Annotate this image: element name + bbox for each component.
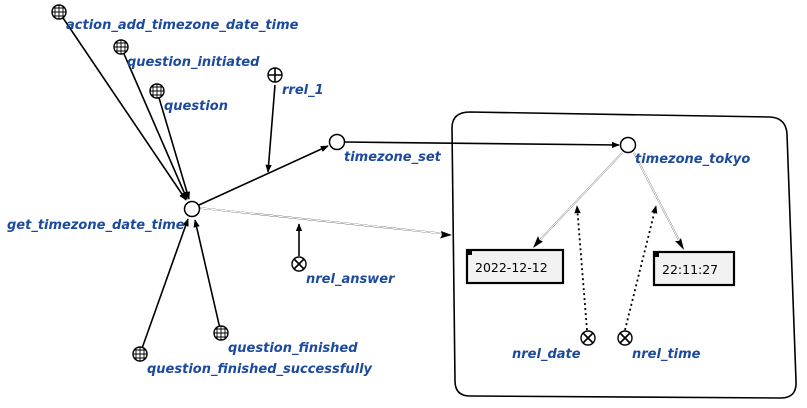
label-action-add-timezone-date-time: action_add_timezone_date_time [66,18,299,33]
label-timezone-set: timezone_set [344,150,442,165]
edge-tokyo-to-date-head [533,236,543,248]
edge-nrel-time-attr[interactable] [624,205,658,331]
edge-timezone-set-to-tokyo[interactable] [344,141,620,149]
node-question-initiated[interactable] [113,39,129,55]
edge-action-to-gtdt[interactable] [58,11,187,201]
node-nrel-date[interactable] [580,330,596,346]
label-timezone-tokyo: timezone_tokyo [635,152,750,167]
node-question-finished-successfully[interactable] [132,346,148,362]
edge-finished-to-gtdt[interactable] [193,219,222,334]
node-nrel-answer[interactable] [291,256,307,272]
edge-tokyo-to-time-inner [633,152,682,245]
node-rrel-1[interactable] [267,67,283,83]
label-question-initiated: question_initiated [127,55,260,70]
edge-question-to-gtdt[interactable] [156,90,191,200]
node-question-finished[interactable] [213,325,229,341]
edge-rrel1-attr[interactable] [265,84,276,173]
label-nrel-time: nrel_time [632,347,701,362]
node-action-add-timezone-date-time[interactable] [51,4,67,20]
label-nrel-answer: nrel_answer [306,272,396,287]
edge-nrel-date-attr[interactable] [574,205,588,331]
label-get-timezone-date-time: get_timezone_date_time [7,218,185,233]
edge-tokyo-to-time-head [675,238,684,250]
label-nrel-date: nrel_date [512,347,581,362]
edge-initiated-to-gtdt[interactable] [120,46,188,200]
literal-date-box[interactable]: 2022-12-12 [465,248,565,285]
literal-time-text: 22:11:27 [662,262,718,277]
node-question[interactable] [149,83,165,99]
label-rrel-1: rrel_1 [282,83,324,98]
edge-successfully-to-gtdt[interactable] [139,218,189,355]
node-get-timezone-date-time[interactable] [183,200,201,218]
node-timezone-tokyo[interactable] [619,136,637,154]
node-nrel-time[interactable] [617,330,633,346]
edge-gtdt-to-struct-head [440,231,452,239]
edge-gtdt-to-timezone-set[interactable] [198,145,329,206]
struct-contour [451,111,797,399]
literal-date-text: 2022-12-12 [475,260,548,275]
edge-gtdt-to-struct-inner [199,207,448,235]
label-question-finished: question_finished [228,341,358,356]
node-timezone-set[interactable] [328,133,346,151]
literal-time-box[interactable]: 22:11:27 [652,250,736,287]
edge-tokyo-to-date-inner [536,152,623,244]
label-question-finished-successfully: question_finished_successfully [147,362,373,377]
label-question: question [164,99,228,114]
